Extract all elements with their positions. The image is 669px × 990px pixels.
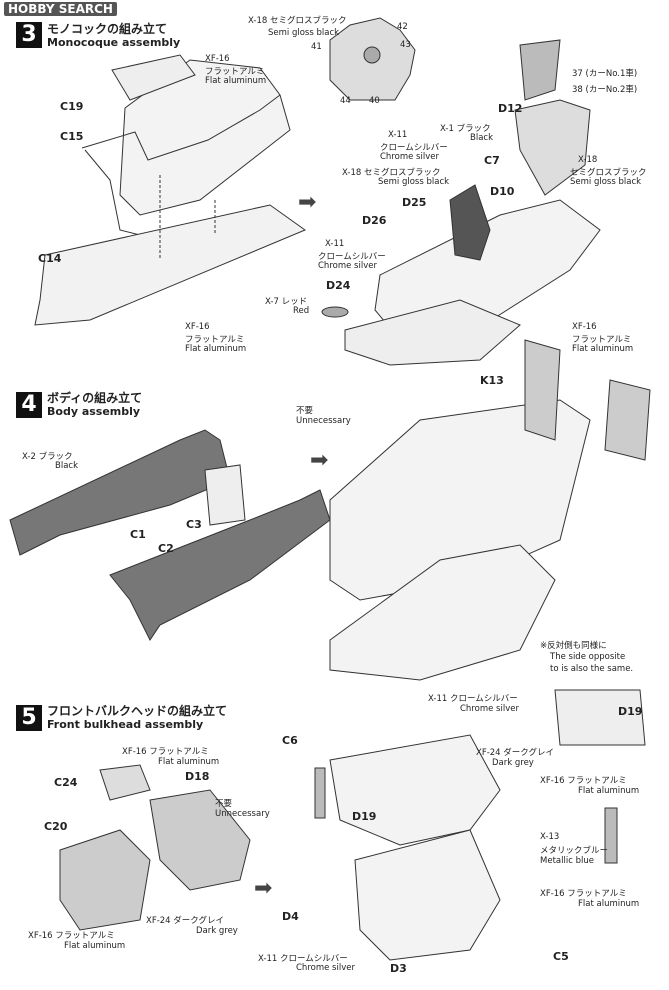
step-5-title-jp: フロントバルクヘッドの組み立て bbox=[47, 704, 228, 718]
paint-xf16-right1-jp: XF-16 フラットアルミ bbox=[540, 776, 627, 786]
paint-xf24-5-jp: XF-24 ダークグレイ bbox=[146, 916, 224, 926]
next-step-arrow-3: ➡ bbox=[298, 190, 317, 215]
paint-xf16-5-bottom-en: Flat aluminum bbox=[64, 941, 126, 951]
part-label-k13: K13 bbox=[480, 374, 504, 387]
unnecessary-jp-5: 不要 bbox=[215, 799, 233, 809]
paint-x2-jp: X-2 ブラック bbox=[22, 452, 73, 462]
part-label-c7: C7 bbox=[484, 154, 500, 167]
paint-xf16-b-jp: フラットアルミ bbox=[185, 335, 245, 345]
next-step-arrow-5: ➡ bbox=[254, 876, 273, 901]
paint-xf16-5-top-en: Flat aluminum bbox=[158, 757, 220, 767]
decal-41: 41 bbox=[311, 42, 322, 52]
paint-x13-en: Metallic blue bbox=[540, 856, 594, 866]
part-label-d19-main: D19 bbox=[352, 810, 377, 823]
decal-43: 43 bbox=[400, 40, 411, 50]
step-4-title-en: Body assembly bbox=[47, 405, 141, 418]
part-label-c3: C3 bbox=[186, 518, 202, 531]
step-4-number: 4 bbox=[16, 392, 42, 418]
part-label-d24: D24 bbox=[326, 279, 351, 292]
paint-xf16-right2-jp: XF-16 フラットアルミ bbox=[540, 889, 627, 899]
decal-37: 37 (カーNo.1車) bbox=[572, 69, 638, 79]
paint-x18-mid-jp: X-18 セミグロスブラック bbox=[342, 168, 441, 178]
paint-x11-a-en: Chrome silver bbox=[380, 152, 439, 162]
step-5-number: 5 bbox=[16, 705, 42, 731]
next-step-arrow-4: ➡ bbox=[310, 448, 329, 473]
paint-xf24-right-jp: XF-24 ダークグレイ bbox=[476, 748, 554, 758]
paint-xf24-right-en: Dark grey bbox=[492, 758, 534, 768]
part-label-c6: C6 bbox=[282, 734, 298, 747]
part-label-d12: D12 bbox=[498, 102, 523, 115]
paint-x18-right-jp: セミグロスブラック bbox=[570, 168, 647, 178]
part-label-c1: C1 bbox=[130, 528, 146, 541]
paint-xf16-4-jp: フラットアルミ bbox=[572, 335, 632, 345]
step-4-title-jp: ボディの組み立て bbox=[47, 391, 143, 405]
part-label-d4: D4 bbox=[282, 910, 299, 923]
decal-38: 38 (カーNo.2車) bbox=[572, 85, 638, 95]
part-label-d26: D26 bbox=[362, 214, 387, 227]
unnecessary-en-5: Unnecessary bbox=[215, 809, 270, 819]
side-note-en2: to is also the same. bbox=[550, 664, 634, 674]
part-label-d19-right: D19 bbox=[618, 705, 643, 718]
paint-xf16-a-en: Flat aluminum bbox=[205, 76, 267, 86]
paint-x11-a-code: X-11 bbox=[388, 130, 408, 140]
paint-xf16-right2-en: Flat aluminum bbox=[578, 899, 640, 909]
paint-x11-b-jp: クロームシルバー bbox=[318, 252, 386, 262]
paint-xf16-5-bottom-jp: XF-16 フラットアルミ bbox=[28, 931, 115, 941]
paint-x18-right-en: Semi gloss black bbox=[570, 177, 642, 187]
paint-x18-mid-en: Semi gloss black bbox=[378, 177, 450, 187]
side-note-en1: The side opposite bbox=[550, 652, 626, 662]
paint-x1-jp: X-1 ブラック bbox=[440, 124, 491, 134]
paint-x11-right-jp: X-11 クロームシルバー bbox=[428, 694, 518, 704]
paint-xf24-5-en: Dark grey bbox=[196, 926, 238, 936]
part-label-c5: C5 bbox=[553, 950, 569, 963]
paint-x11-5-en: Chrome silver bbox=[296, 963, 355, 973]
paint-x11-right-en: Chrome silver bbox=[460, 704, 519, 714]
side-note-jp: ※反対側も同様に bbox=[540, 641, 607, 651]
paint-x11-b-en: Chrome silver bbox=[318, 261, 377, 271]
part-label-c19: C19 bbox=[60, 100, 84, 113]
paint-x7-jp: X-7 レッド bbox=[265, 297, 308, 307]
step-3-title-jp: モノコックの組み立て bbox=[47, 22, 168, 36]
part-label-d18: D18 bbox=[185, 770, 210, 783]
paint-x11-b-code: X-11 bbox=[325, 239, 345, 249]
paint-xf16-right1-en: Flat aluminum bbox=[578, 786, 640, 796]
part-label-c14: C14 bbox=[38, 252, 62, 265]
part-label-c24: C24 bbox=[54, 776, 78, 789]
part-label-c15: C15 bbox=[60, 130, 84, 143]
paint-xf16-4-en: Flat aluminum bbox=[572, 344, 634, 354]
paint-x18-top-en: Semi gloss black bbox=[268, 28, 340, 38]
decal-44: 44 bbox=[340, 96, 351, 106]
paint-xf16-4-code: XF-16 bbox=[572, 322, 597, 332]
paint-x1-en: Black bbox=[470, 133, 493, 143]
paint-xf16-5-top-jp: XF-16 フラットアルミ bbox=[122, 747, 209, 757]
paint-x11-5-jp: X-11 クロームシルバー bbox=[258, 954, 348, 964]
part-label-c20: C20 bbox=[44, 820, 68, 833]
step-3-number: 3 bbox=[16, 22, 42, 48]
paint-x7-en: Red bbox=[293, 306, 310, 316]
unnecessary-en-4: Unnecessary bbox=[296, 416, 351, 426]
watermark: HOBBY SEARCH bbox=[4, 2, 117, 16]
paint-xf16-a-code: XF-16 bbox=[205, 54, 230, 64]
decal-42: 42 bbox=[397, 22, 408, 32]
paint-x13-jp: メタリックブルー bbox=[540, 846, 609, 856]
step-3-title-en: Monocoque assembly bbox=[47, 36, 181, 49]
paint-xf16-b-code: XF-16 bbox=[185, 322, 210, 332]
paint-xf16-a-jp: フラットアルミ bbox=[205, 67, 265, 77]
paint-x18-right-code: X-18 bbox=[578, 155, 598, 165]
paint-x13-code: X-13 bbox=[540, 832, 560, 842]
part-label-c2: C2 bbox=[158, 542, 174, 555]
unnecessary-jp-4: 不要 bbox=[296, 406, 314, 416]
paint-x11-a-jp: クロームシルバー bbox=[380, 143, 448, 153]
part-label-d25: D25 bbox=[402, 196, 427, 209]
paint-x2-en: Black bbox=[55, 461, 78, 471]
decal-40: 40 bbox=[369, 96, 380, 106]
part-label-d3: D3 bbox=[390, 962, 407, 975]
paint-x18-top-jp: X-18 セミグロスブラック bbox=[248, 16, 347, 26]
part-label-d10: D10 bbox=[490, 185, 515, 198]
paint-xf16-b-en: Flat aluminum bbox=[185, 344, 247, 354]
step-5-title-en: Front bulkhead assembly bbox=[47, 718, 204, 731]
